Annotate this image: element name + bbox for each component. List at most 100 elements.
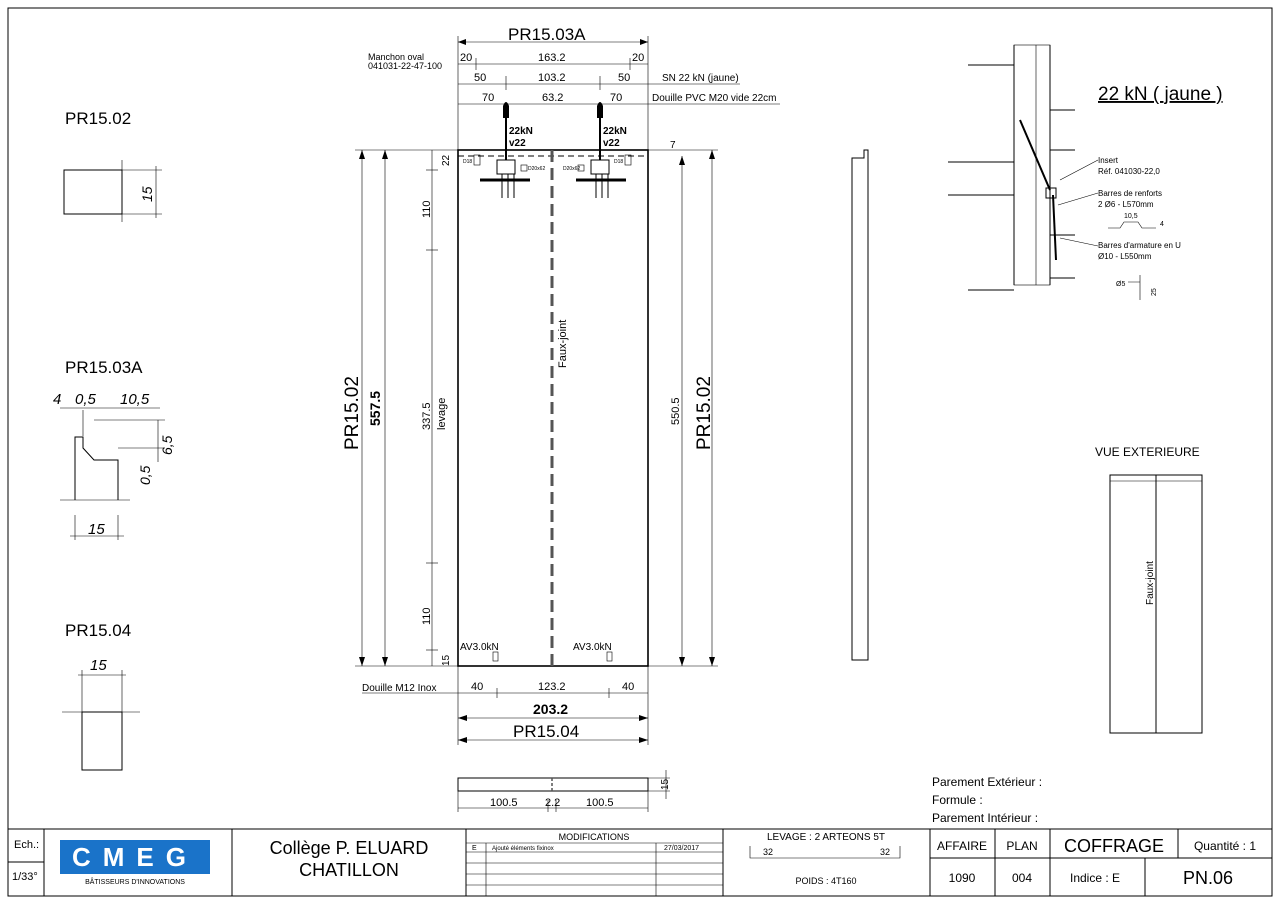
insert-left: 22kN v22 D18 D20x62 (463, 102, 545, 198)
svg-text:2.2: 2.2 (545, 797, 560, 809)
faux-joint-label: Faux-joint (557, 320, 569, 368)
logo-block (60, 840, 210, 874)
svg-text:041031-22-47-100: 041031-22-47-100 (368, 61, 442, 71)
svg-text:Douille PVC M20 vide 22cm: Douille PVC M20 vide 22cm (652, 93, 777, 104)
svg-text:Ø10 - L550mm: Ø10 - L550mm (1098, 252, 1152, 261)
svg-text:AV3.0kN: AV3.0kN (573, 642, 612, 653)
ech-label: Ech.: (14, 839, 39, 851)
svg-text:2 Ø6 - L570mm: 2 Ø6 - L570mm (1098, 200, 1154, 209)
svg-text:63.2: 63.2 (542, 92, 563, 104)
ech-value: 1/33° (12, 871, 38, 883)
parement-info: Parement Extérieur : Formule : Parement … (932, 775, 1042, 825)
svg-text:22kN: 22kN (603, 126, 627, 137)
title-block: Ech.: 1/33° CMEG BÂTISSEURS D'INNOVATION… (8, 828, 1272, 896)
svg-text:15: 15 (660, 778, 671, 790)
svg-text:32: 32 (880, 847, 890, 857)
exterior-view: VUE EXTERIEURE Faux-joint (1095, 445, 1203, 734)
exterior-view-title: VUE EXTERIEURE (1095, 445, 1200, 459)
svg-text:Parement Extérieur :: Parement Extérieur : (932, 775, 1042, 789)
svg-text:40: 40 (471, 681, 483, 693)
right-name: PR15.02 (694, 376, 715, 450)
cmeg-logo: CMEG BÂTISSEURS D'INNOVATIONS (60, 840, 210, 886)
edge-view: 100.5 2.2 100.5 15 (457, 770, 671, 812)
svg-text:163.2: 163.2 (538, 52, 566, 64)
section-title: PR15.04 (65, 621, 131, 640)
svg-text:Formule :: Formule : (932, 793, 983, 807)
svg-text:7: 7 (670, 140, 676, 151)
svg-text:27/03/2017: 27/03/2017 (664, 845, 699, 852)
quantite: Quantité : 1 (1194, 839, 1256, 853)
svg-text:D20x62: D20x62 (563, 166, 580, 172)
svg-text:15: 15 (88, 521, 105, 538)
svg-text:Ajouté éléments fixinox: Ajouté éléments fixinox (492, 846, 554, 852)
svg-text:0,5: 0,5 (75, 391, 97, 408)
svg-text:D18: D18 (614, 159, 623, 165)
height-right: 550.5 (670, 397, 682, 425)
svg-text:110: 110 (421, 607, 433, 625)
svg-text:25: 25 (1151, 288, 1158, 296)
svg-text:0,5: 0,5 (137, 465, 153, 485)
svg-text:20: 20 (460, 52, 472, 64)
svg-text:BÂTISSEURS D'INNOVATIONS: BÂTISSEURS D'INNOVATIONS (85, 877, 185, 886)
left-name: PR15.02 (342, 376, 363, 450)
svg-text:10,5: 10,5 (1124, 213, 1138, 220)
svg-text:103.2: 103.2 (538, 72, 566, 84)
indice: Indice : E (1070, 871, 1120, 885)
svg-text:Barres de renforts: Barres de renforts (1098, 189, 1162, 198)
svg-text:AV3.0kN: AV3.0kN (460, 642, 499, 653)
svg-text:32: 32 (763, 847, 773, 857)
svg-text:POIDS : 4T160: POIDS : 4T160 (795, 876, 856, 886)
svg-text:15: 15 (441, 654, 452, 666)
svg-text:15: 15 (90, 657, 107, 674)
svg-text:LEVAGE : 2 ARTEONS 5T: LEVAGE : 2 ARTEONS 5T (767, 832, 885, 843)
main-panel-drawing: Faux-joint PR15.03A Manchon oval 041031-… (342, 25, 780, 745)
svg-text:100.5: 100.5 (490, 797, 518, 809)
width-total: 203.2 (533, 701, 568, 717)
detail-title: 22 kN ( jaune ) (1098, 84, 1223, 105)
section-pr15-04: PR15.04 15 (62, 621, 140, 771)
svg-text:levage: levage (436, 398, 448, 430)
svg-text:20: 20 (632, 52, 644, 64)
svg-text:22: 22 (441, 154, 452, 166)
svg-text:SN 22 kN (jaune): SN 22 kN (jaune) (662, 73, 739, 84)
svg-text:4: 4 (53, 391, 61, 408)
connection-detail: 22 kN ( jaune ) Insert Réf. 041030-22,0 … (948, 44, 1223, 300)
side-profile (851, 149, 869, 661)
affaire-label: AFFAIRE (937, 839, 987, 853)
svg-text:Manchon oval: Manchon oval (368, 52, 424, 62)
svg-text:6,5: 6,5 (159, 435, 175, 455)
project-line2: CHATILLON (299, 860, 399, 880)
svg-text:Insert: Insert (1098, 156, 1119, 165)
plan-value: 004 (1012, 871, 1032, 885)
section-dim: 15 (139, 186, 155, 202)
svg-text:Barres d'armature en U: Barres d'armature en U (1098, 241, 1181, 250)
svg-text:70: 70 (482, 92, 494, 104)
svg-text:v22: v22 (603, 138, 620, 149)
piece-number: PN.06 (1183, 868, 1233, 888)
section-title: PR15.02 (65, 109, 131, 128)
svg-text:70: 70 (610, 92, 622, 104)
svg-text:Ø5: Ø5 (1116, 281, 1125, 288)
svg-text:4: 4 (1160, 221, 1164, 228)
section-pr15-03a: PR15.03A 4 0,5 10,5 6,5 0,5 15 (53, 358, 175, 540)
sheet-border (7, 7, 1273, 897)
svg-text:Parement Intérieur :: Parement Intérieur : (932, 811, 1038, 825)
section-pr15-02: PR15.02 15 (63, 109, 162, 222)
coffrage-label: COFFRAGE (1064, 836, 1164, 856)
svg-text:22kN: 22kN (509, 126, 533, 137)
svg-text:Réf. 041030-22,0: Réf. 041030-22,0 (1098, 167, 1160, 176)
svg-text:D20x62: D20x62 (528, 166, 545, 172)
bottom-name: PR15.04 (513, 722, 579, 741)
svg-text:D18: D18 (463, 159, 472, 165)
project-line1: Collège P. ELUARD (270, 838, 429, 858)
svg-text:E: E (472, 845, 477, 852)
affaire-value: 1090 (949, 871, 976, 885)
svg-text:50: 50 (474, 72, 486, 84)
plan-label: PLAN (1006, 839, 1037, 853)
svg-text:MODIFICATIONS: MODIFICATIONS (559, 832, 630, 842)
svg-text:Faux-joint: Faux-joint (1145, 561, 1156, 605)
svg-text:CMEG: CMEG (72, 842, 198, 872)
svg-text:50: 50 (618, 72, 630, 84)
svg-text:v22: v22 (509, 138, 526, 149)
